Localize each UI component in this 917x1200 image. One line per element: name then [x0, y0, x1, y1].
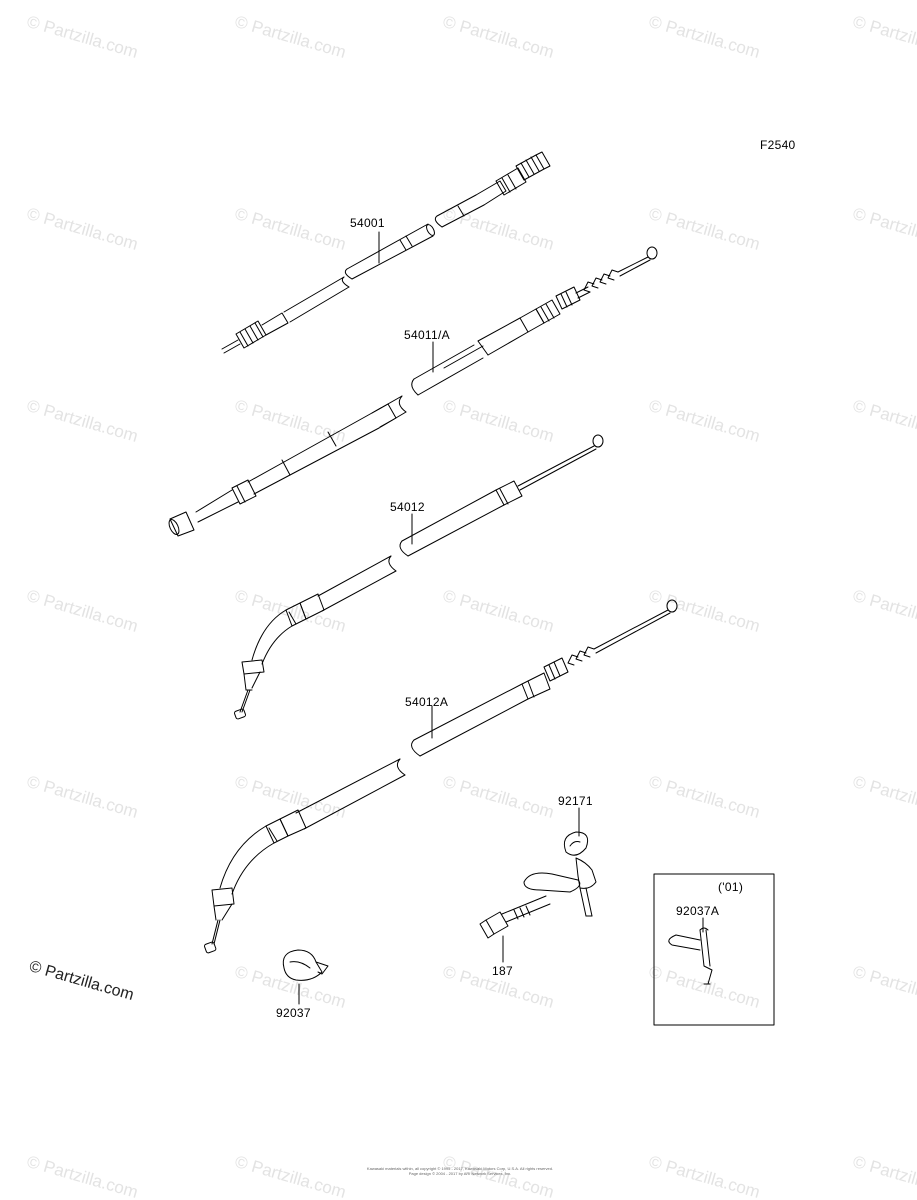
throttle-cable-close[interactable] [203, 599, 678, 954]
year-inset-box [653, 873, 775, 1026]
part-label-54012[interactable]: 54012 [390, 500, 425, 514]
leader-lines [298, 231, 704, 1005]
part-label-187[interactable]: 187 [492, 964, 513, 978]
speedometer-cable[interactable] [221, 151, 551, 354]
part-label-54001[interactable]: 54001 [350, 216, 385, 230]
part-label-54012A[interactable]: 54012A [405, 695, 449, 709]
wire-guide[interactable] [523, 831, 597, 917]
clamp[interactable] [282, 949, 329, 981]
copyright-line-1: Kawasaki materials within, all copyright… [366, 1166, 554, 1171]
copyright-line-2: Page design © 2004 - 2017 by ARI Network… [408, 1171, 512, 1176]
copyright-footer: Kawasaki materials within, all copyright… [330, 1166, 590, 1176]
part-label-54011A[interactable]: 54011/A [404, 328, 450, 342]
part-label-92171[interactable]: 92171 [558, 794, 593, 808]
bolt[interactable] [479, 895, 551, 939]
part-label-92037[interactable]: 92037 [276, 1006, 311, 1020]
part-label-92037A[interactable]: 92037A [676, 904, 720, 918]
clutch-cable[interactable] [167, 246, 658, 537]
inset-year-label: ('01) [718, 880, 744, 894]
inset-clamp[interactable] [668, 927, 713, 985]
throttle-cable-open[interactable] [233, 434, 604, 720]
figure-code: F2540 [760, 138, 796, 152]
